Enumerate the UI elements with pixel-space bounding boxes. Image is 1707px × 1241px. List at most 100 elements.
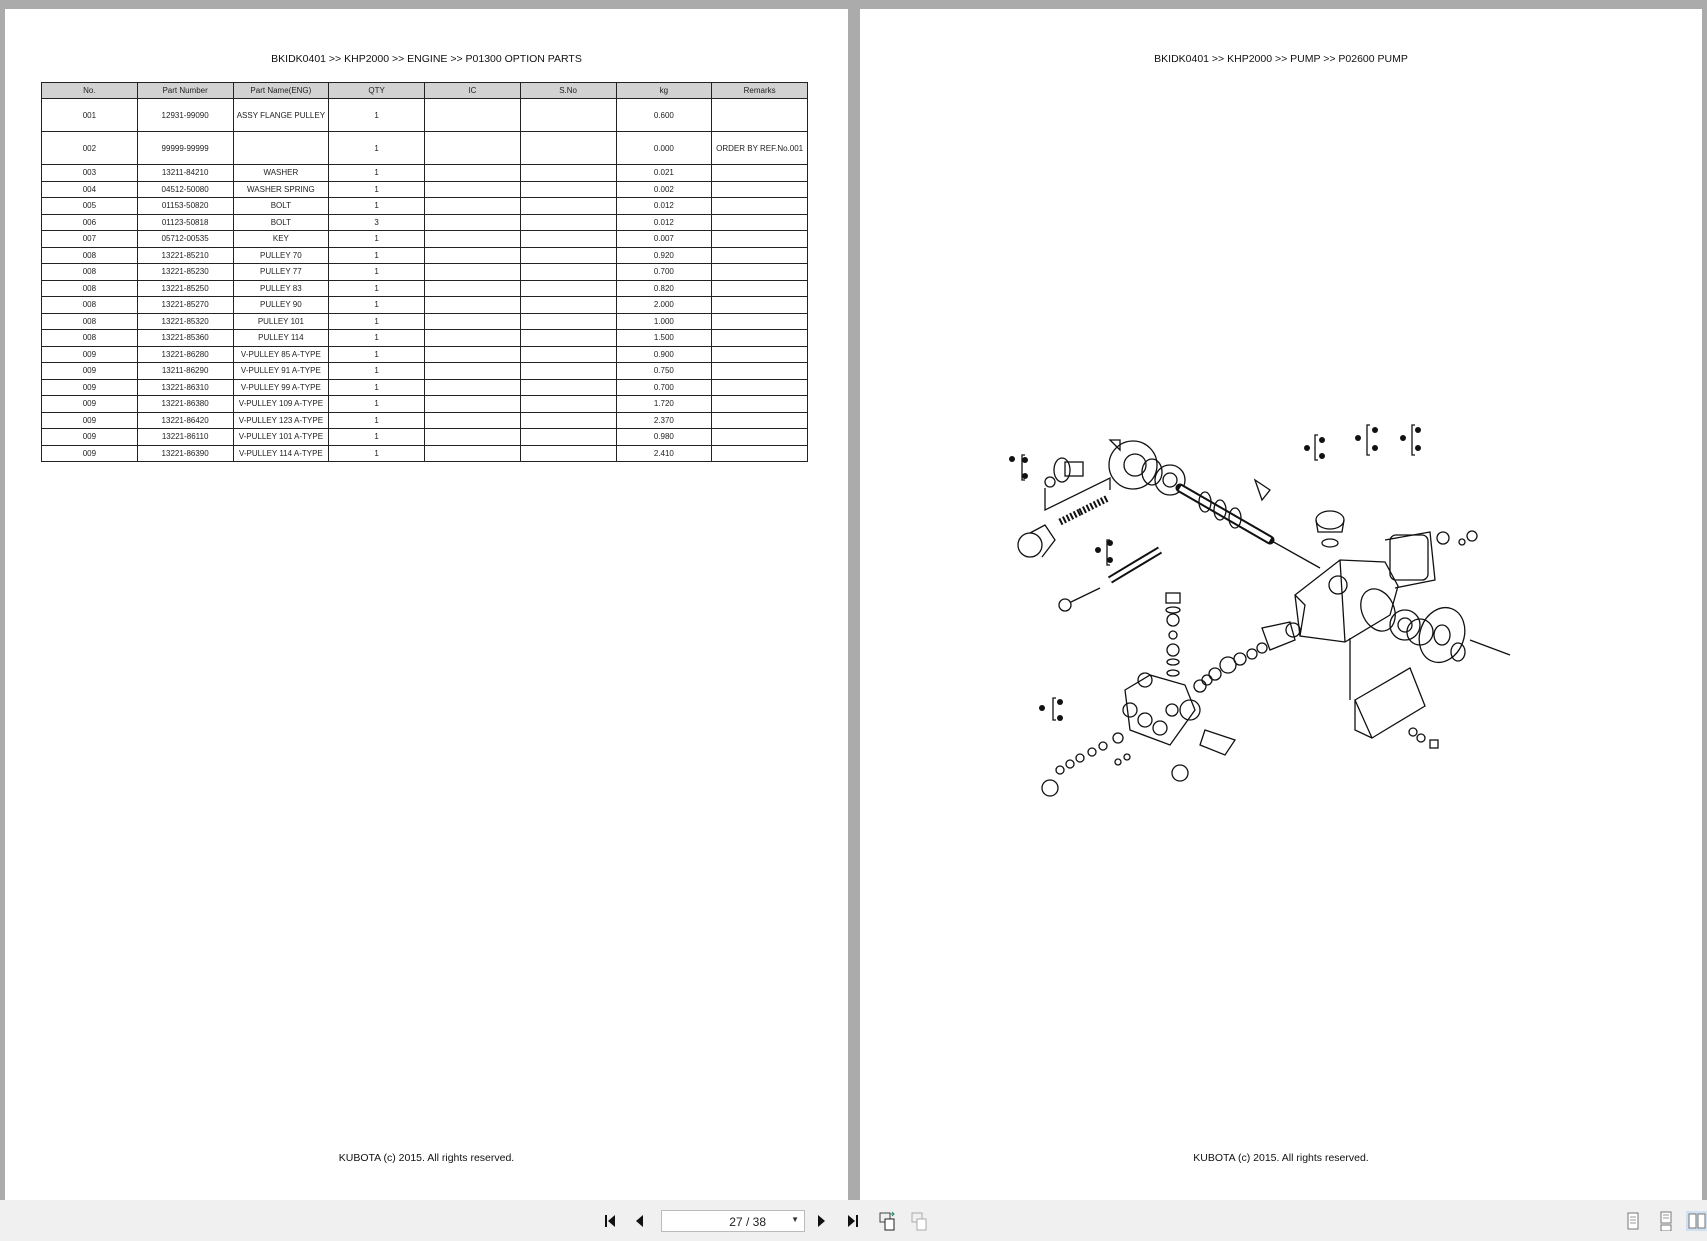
table-cell-part-name-eng: V-PULLEY 85 A-TYPE [232,345,330,363]
table-cell-ic [424,428,521,446]
table-cell-kg: 0.820 [615,279,713,297]
table-cell-no: 006 [41,213,138,231]
table-cell-no: 009 [41,362,138,380]
table-cell-no: 002 [41,131,138,165]
table-cell-part-number: 99999-99999 [136,131,234,165]
table-cell-remarks [711,246,808,264]
table-cell-qty: 1 [328,131,425,165]
fit-page-button[interactable] [877,1211,899,1231]
table-cell-qty: 1 [328,345,425,363]
column-header: Part Name(ENG) [232,82,330,99]
table-cell-qty: 1 [328,378,425,396]
table-cell-remarks [711,197,808,215]
last-page-button[interactable] [842,1211,864,1231]
pump-exploded-diagram [1009,424,1511,797]
table-cell-qty: 1 [328,362,425,380]
table-cell-ic [424,296,521,314]
next-page-button[interactable] [810,1211,832,1231]
table-cell-remarks [711,312,808,330]
table-cell-remarks [711,296,808,314]
table-cell-qty: 1 [328,180,425,198]
table-cell-remarks [711,411,808,429]
table-cell-ic [424,345,521,363]
prev-page-button[interactable] [629,1211,651,1231]
table-cell-s-no [519,164,617,182]
column-header: S.No [519,82,617,99]
table-cell-remarks [711,395,808,413]
table-cell-qty: 1 [328,296,425,314]
table-cell-ic [424,395,521,413]
table-cell-remarks [711,230,808,248]
table-cell-part-name-eng: PULLEY 70 [232,246,330,264]
single-page-view-icon [1627,1212,1639,1230]
table-cell-part-name-eng: V-PULLEY 101 A-TYPE [232,428,330,446]
table-cell-part-name-eng: PULLEY 77 [232,263,330,281]
page-number-input[interactable]: 27 / 38 ▼ [661,1210,805,1232]
table-cell-remarks [711,444,808,462]
table-cell-part-name-eng: V-PULLEY 91 A-TYPE [232,362,330,380]
page-footer: KUBOTA (c) 2015. All rights reserved. [338,1152,515,1164]
table-cell-ic [424,362,521,380]
table-cell-s-no [519,411,617,429]
fit-width-icon [911,1212,927,1231]
table-cell-kg: 0.750 [615,362,713,380]
table-cell-remarks [711,164,808,182]
table-cell-ic [424,329,521,347]
table-cell-part-number: 13221-85360 [136,329,234,347]
table-cell-part-number: 13221-86390 [136,444,234,462]
table-cell-remarks [711,279,808,297]
table-cell-ic [424,411,521,429]
table-cell-qty: 1 [328,428,425,446]
column-header: Remarks [711,82,808,99]
table-cell-remarks: ORDER BY REF.No.001 [711,131,808,165]
table-cell-qty: 1 [328,197,425,215]
table-cell-part-number: 13221-85270 [136,296,234,314]
table-cell-s-no [519,296,617,314]
table-cell-s-no [519,98,617,132]
two-page-view-button[interactable] [1686,1211,1707,1231]
table-cell-kg: 0.980 [615,428,713,446]
table-cell-part-name-eng: BOLT [232,197,330,215]
column-header: kg [615,82,713,99]
table-cell-no: 003 [41,164,138,182]
table-cell-kg: 0.012 [615,197,713,215]
table-cell-s-no [519,263,617,281]
table-cell-part-number: 13221-86380 [136,395,234,413]
page-indicator: 27 / 38 [729,1215,766,1229]
table-cell-part-name-eng: WASHER [232,164,330,182]
single-page-view-button[interactable] [1622,1211,1644,1231]
fit-width-button[interactable] [909,1211,931,1231]
table-cell-part-name-eng: BOLT [232,213,330,231]
table-cell-part-number: 12931-99090 [136,98,234,132]
table-cell-no: 007 [41,230,138,248]
table-cell-part-name-eng: ASSY FLANGE PULLEY [232,98,330,132]
table-cell-qty: 1 [328,263,425,281]
table-cell-no: 008 [41,296,138,314]
table-cell-qty: 1 [328,411,425,429]
first-page-button[interactable] [599,1211,621,1231]
table-cell-part-number: 13221-85210 [136,246,234,264]
pdf-page-left: BKIDK0401 >> KHP2000 >> ENGINE >> P01300… [5,9,848,1200]
table-cell-kg: 0.900 [615,345,713,363]
table-cell-part-number: 13221-86280 [136,345,234,363]
table-cell-part-number: 13221-85320 [136,312,234,330]
table-cell-remarks [711,362,808,380]
continuous-view-button[interactable] [1655,1211,1677,1231]
page-dropdown-caret-icon[interactable]: ▼ [791,1215,799,1224]
table-cell-part-number: 13211-86290 [136,362,234,380]
table-cell-kg: 0.700 [615,263,713,281]
table-cell-s-no [519,329,617,347]
table-cell-kg: 0.600 [615,98,713,132]
table-cell-part-name-eng [232,131,330,165]
table-cell-s-no [519,395,617,413]
